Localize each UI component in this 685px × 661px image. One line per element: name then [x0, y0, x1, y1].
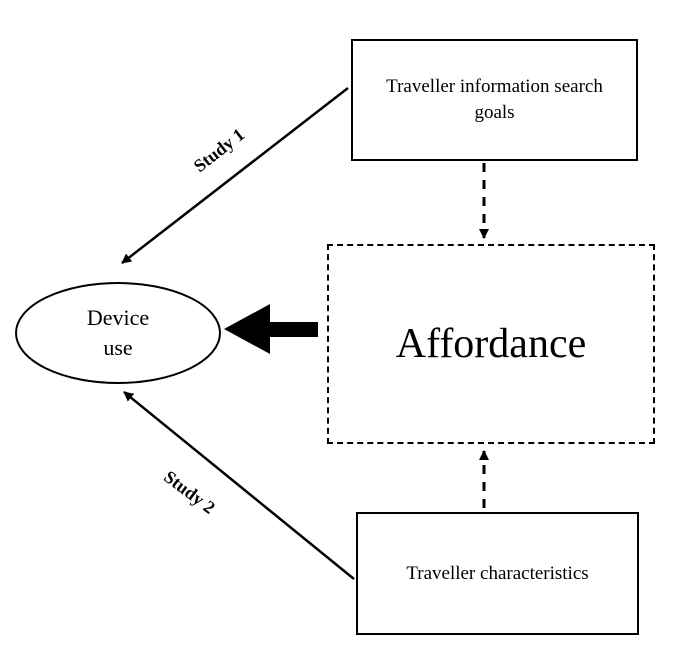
device-use-node: Device use: [16, 283, 220, 383]
study-1-arrow: [121, 87, 349, 264]
study-2-arrow: [123, 391, 355, 580]
affordance-box: Affordance: [327, 244, 655, 444]
characteristics-box: Traveller characteristics: [356, 512, 639, 635]
device-use-line-2: use: [103, 335, 133, 360]
affordance-to-device-bold-arrow: [224, 304, 318, 354]
device-use-ellipse-shape: [15, 282, 221, 384]
goals-label: Traveller information search goals: [386, 76, 603, 123]
goals-box: Traveller information search goals: [351, 39, 638, 161]
characteristics-label: Traveller characteristics: [406, 562, 589, 584]
device-use-line-1: Device: [86, 305, 150, 330]
device-use-label: Device use: [87, 303, 149, 363]
affordance-label: Affordance: [395, 321, 587, 367]
